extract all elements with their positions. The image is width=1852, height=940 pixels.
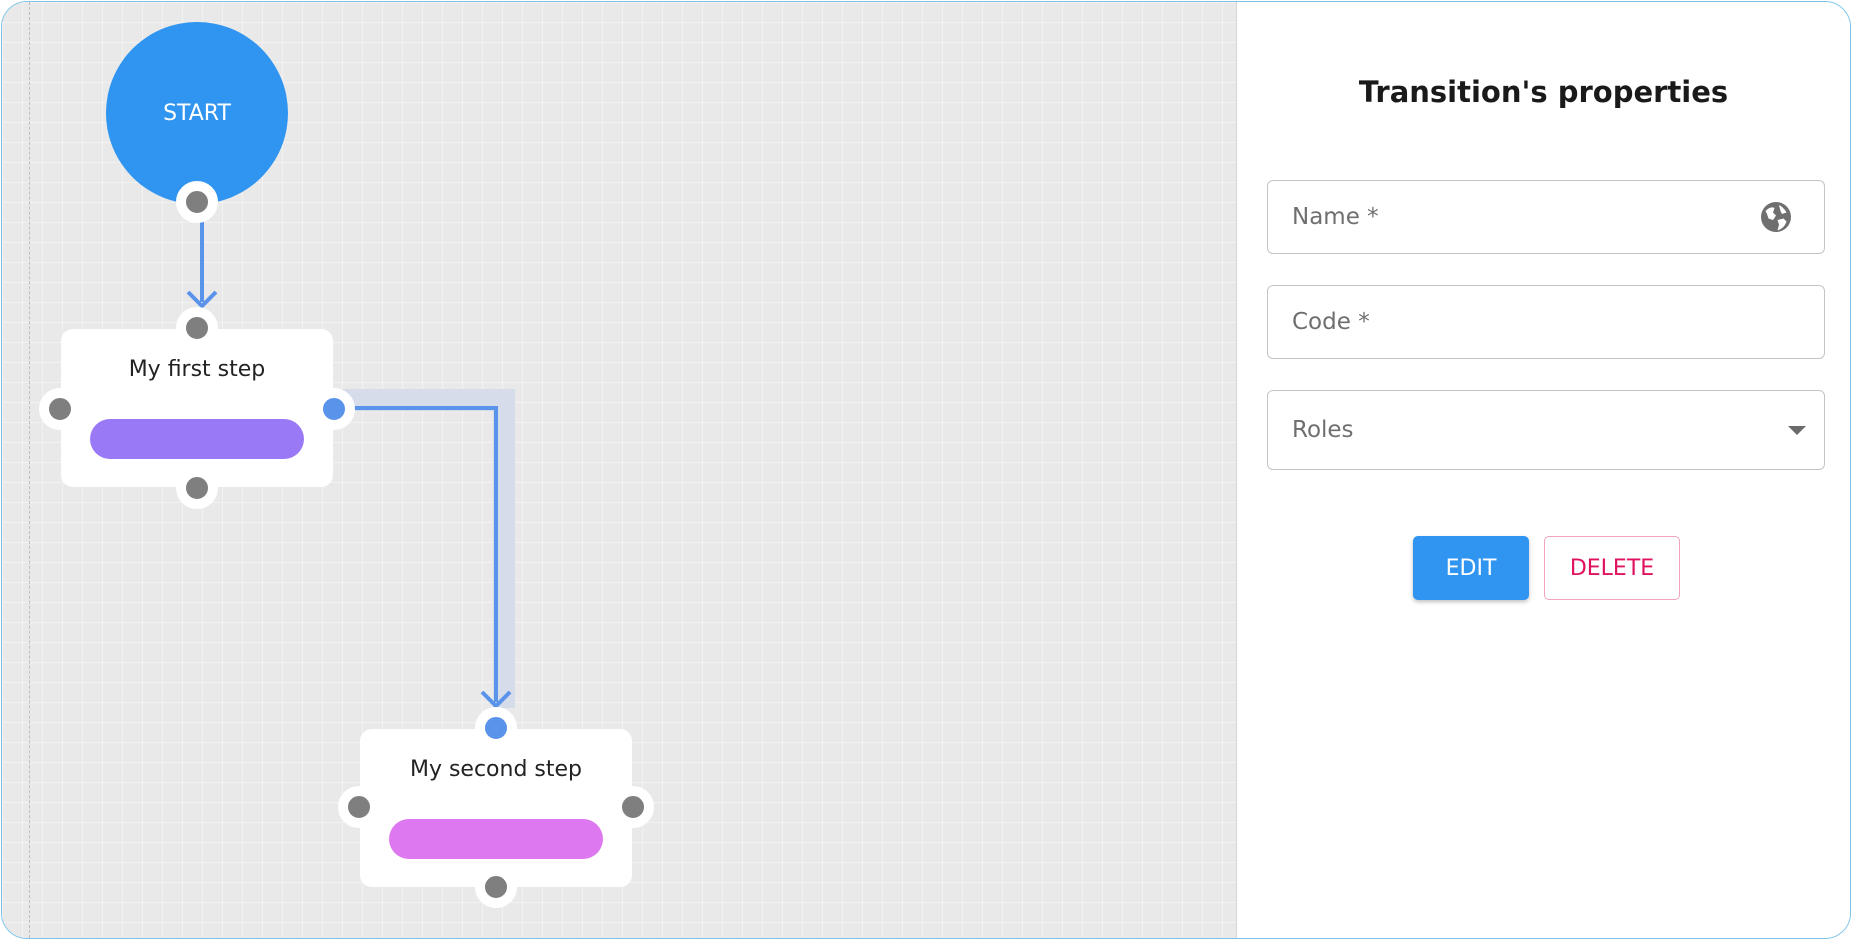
arrowhead-icon [186, 290, 218, 309]
code-field-placeholder: Code * [1292, 309, 1370, 335]
step-port-top[interactable] [176, 307, 218, 349]
step-title: My first step [128, 357, 266, 382]
panel-title: Transition's properties [1358, 75, 1729, 109]
selected-transition-highlight [335, 389, 515, 708]
name-field[interactable]: Name * [1267, 180, 1825, 254]
step-status-pill [90, 419, 304, 459]
properties-panel: Transition's properties Name * Code * Ro… [1237, 2, 1850, 938]
edit-button[interactable]: EDIT [1413, 536, 1529, 600]
name-field-placeholder: Name * [1292, 204, 1379, 230]
transitions-layer [186, 215, 515, 709]
step-node-second[interactable]: My second step [360, 729, 632, 887]
step-port-bottom[interactable] [176, 467, 218, 509]
step-port-right[interactable] [612, 786, 654, 828]
step-status-pill [389, 819, 603, 859]
delete-button[interactable]: DELETE [1544, 536, 1680, 600]
step-node-first[interactable]: My first step [61, 329, 333, 487]
start-node[interactable]: START [106, 22, 288, 204]
globe-icon[interactable] [1758, 199, 1794, 235]
step-port-left[interactable] [39, 388, 81, 430]
roles-select[interactable]: Roles [1267, 390, 1825, 470]
canvas-guide-line [29, 2, 30, 938]
step-port-right[interactable] [313, 388, 355, 430]
start-node-port-bottom[interactable] [176, 181, 218, 223]
roles-select-placeholder: Roles [1292, 417, 1354, 443]
start-node-label: START [163, 100, 231, 126]
workflow-canvas[interactable]: START My first step My second step [2, 2, 1237, 938]
code-field[interactable]: Code * [1267, 285, 1825, 359]
chevron-down-icon[interactable] [1788, 426, 1806, 435]
step-title: My second step [409, 757, 583, 782]
step-port-bottom[interactable] [475, 866, 517, 908]
arrowhead-icon [480, 690, 512, 709]
step-port-left[interactable] [338, 786, 380, 828]
transition-first-to-second-step[interactable] [337, 406, 498, 702]
step-port-top[interactable] [475, 707, 517, 749]
